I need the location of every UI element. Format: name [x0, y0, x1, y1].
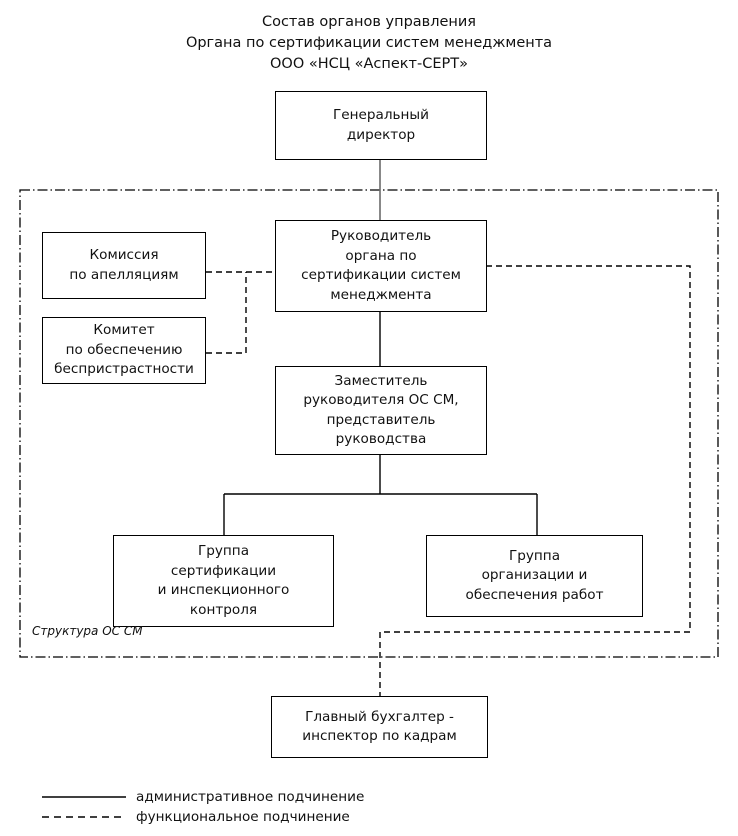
- node-appeals-commission-line-2: по апелляциям: [69, 266, 179, 283]
- node-certification-group-line-3: и инспекционного: [157, 582, 290, 598]
- legend-dashed-label: функциональное подчинение: [136, 809, 350, 825]
- legend-solid-label: административное подчинение: [136, 789, 365, 805]
- node-deputy-head-line-4: руководства: [335, 431, 427, 447]
- title-line-3: ООО «НСЦ «Аспект-СЕРТ»: [270, 56, 468, 72]
- node-organization-group[interactable]: Группа организации и обеспечения работ: [426, 535, 643, 617]
- node-certification-group-line-1: Группа: [197, 543, 250, 559]
- node-head-of-body-line-2: органа по: [345, 247, 417, 264]
- node-certification-group[interactable]: Группа сертификации и инспекционного кон…: [113, 535, 334, 627]
- title-line-2: Органа по сертификации систем менеджмент…: [185, 35, 553, 51]
- node-appeals-commission[interactable]: Комиссия по апелляциям: [42, 232, 206, 299]
- node-head-of-body[interactable]: Руководитель органа по сертификации сист…: [275, 220, 487, 312]
- node-chief-accountant-line-2: инспектор по кадрам: [302, 728, 457, 744]
- diagram-title: Состав органов управления Органа по серт…: [0, 12, 738, 75]
- node-impartiality-committee[interactable]: Комитет по обеспечению беспристрастности: [42, 317, 206, 384]
- node-head-of-body-line-3: сертификации систем: [301, 267, 461, 283]
- node-organization-group-line-1: Группа: [508, 547, 561, 564]
- node-general-director-line-2: директор: [346, 126, 416, 143]
- title-line-1: Состав органов управления: [261, 14, 477, 30]
- node-general-director[interactable]: Генеральный директор: [275, 91, 487, 160]
- node-organization-group-line-2: организации и: [481, 567, 588, 584]
- node-appeals-commission-line-1: Комиссия: [89, 247, 159, 263]
- node-certification-group-line-2: сертификации: [170, 562, 277, 579]
- node-head-of-body-line-1: Руководитель: [330, 228, 432, 244]
- node-impartiality-committee-line-3: беспристрастности: [54, 361, 194, 378]
- node-chief-accountant[interactable]: Главный бухгалтер - инспектор по кадрам: [271, 696, 488, 758]
- node-certification-group-line-4: контроля: [189, 601, 258, 618]
- node-head-of-body-line-4: менеджмента: [330, 286, 432, 303]
- node-deputy-head-line-1: Заместитель: [334, 372, 428, 389]
- node-impartiality-committee-line-1: Комитет: [93, 322, 155, 339]
- node-deputy-head-line-2: руководителя ОС СМ,: [303, 392, 459, 408]
- node-deputy-head[interactable]: Заместитель руководителя ОС СМ, представ…: [275, 366, 487, 455]
- node-impartiality-committee-line-2: по обеспечению: [65, 341, 183, 358]
- structure-label: Структура ОС СМ: [32, 624, 143, 638]
- node-organization-group-line-3: обеспечения работ: [465, 586, 604, 603]
- node-deputy-head-line-3: представитель: [326, 411, 436, 428]
- node-general-director-line-1: Генеральный: [332, 107, 430, 123]
- node-chief-accountant-line-1: Главный бухгалтер -: [305, 708, 454, 725]
